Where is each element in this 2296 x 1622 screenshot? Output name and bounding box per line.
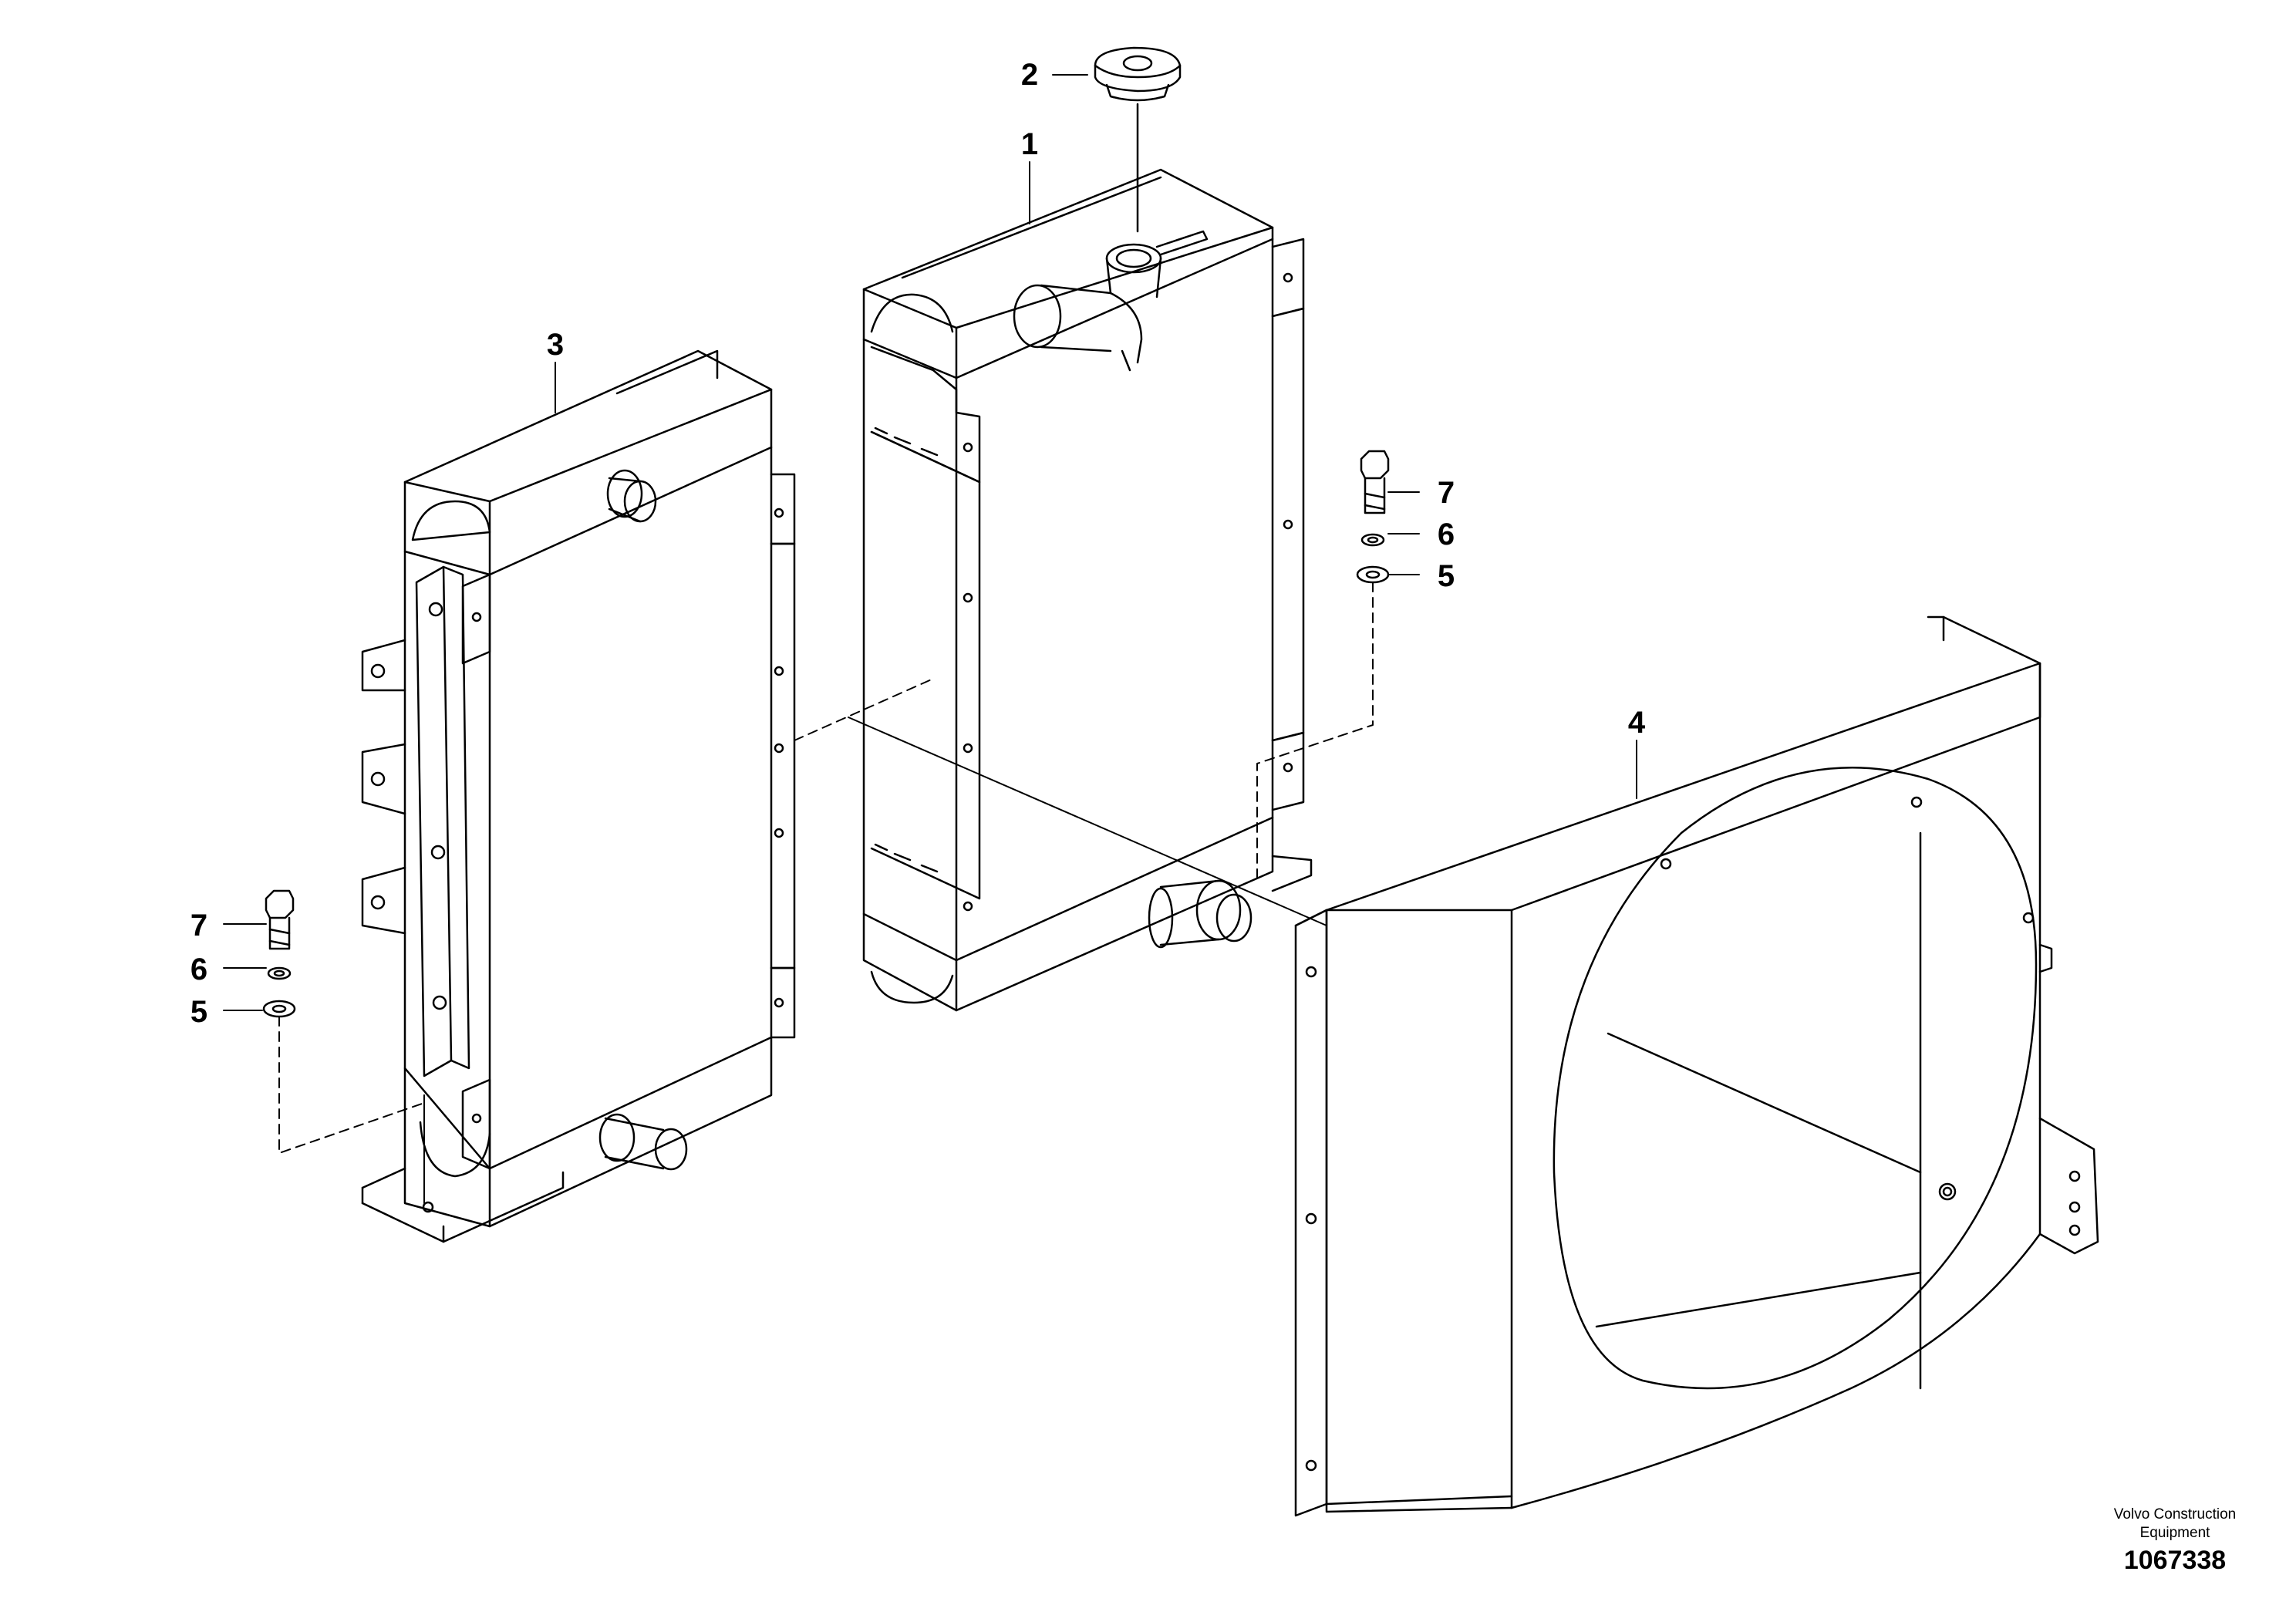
oil-cooler-top-port — [606, 469, 657, 523]
callout-lock-washer-right: 6 — [1438, 518, 1455, 551]
lock-washer-right — [1360, 533, 1385, 547]
radiator-filler-neck — [1105, 230, 1209, 298]
brand-line-1: Volvo Construction — [2113, 1506, 2237, 1523]
callout-radiator: 1 — [1021, 127, 1038, 161]
brand-label: Volvo Construction Equipment — [2082, 1506, 2267, 1543]
filler-cap — [1094, 46, 1182, 233]
callout-washer-left: 5 — [190, 995, 207, 1029]
document-number: 1067338 — [2123, 1546, 2227, 1575]
radiator — [862, 168, 1313, 1012]
callout-bolt-right: 7 — [1438, 476, 1455, 510]
fan-shroud — [1294, 615, 2099, 1517]
callout-lock-washer-left: 6 — [190, 953, 207, 986]
callout-bolt-left: 7 — [190, 909, 207, 943]
oil-cooler-bottom-port — [598, 1113, 688, 1171]
oil-cooler — [361, 349, 796, 1243]
lock-washer-left — [267, 966, 292, 980]
bolt-left — [265, 889, 295, 950]
washer-right — [1356, 565, 1390, 584]
radiator-inlet-pipe — [1013, 284, 1143, 372]
callout-filler-cap: 2 — [1021, 58, 1038, 92]
leader-lines — [223, 74, 1637, 1011]
callout-washer-right: 5 — [1438, 559, 1455, 593]
brand-line-2: Equipment — [2139, 1525, 2210, 1541]
callout-fan-shroud: 4 — [1628, 706, 1646, 740]
assembly-lines — [278, 582, 1374, 1204]
washer-left — [262, 1000, 296, 1018]
bolt-right — [1360, 450, 1390, 514]
radiator-outlet-pipe — [1148, 879, 1253, 949]
callout-oil-cooler: 3 — [547, 328, 564, 362]
